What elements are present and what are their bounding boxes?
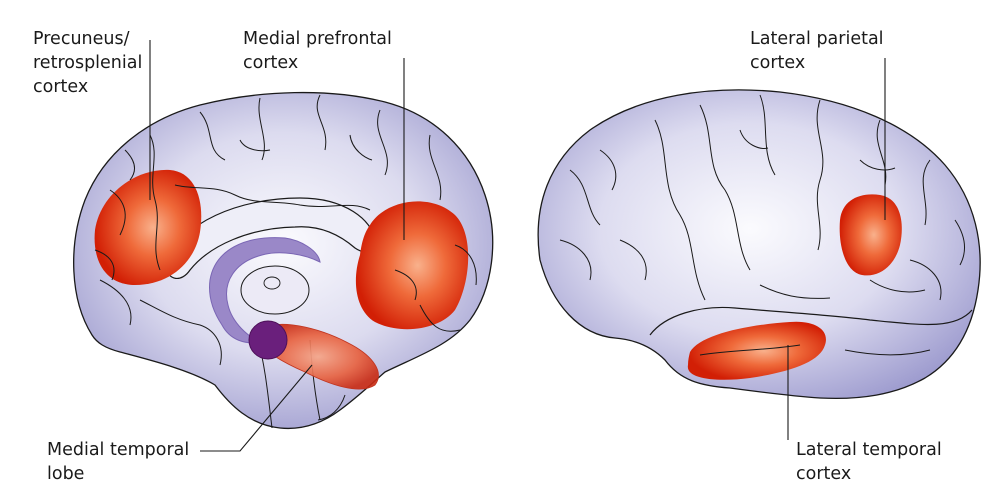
label-lateral-temporal-cortex: Lateral temporal cortex (796, 438, 942, 486)
temporal-lobe-outline (649, 306, 973, 336)
thalamus (240, 265, 310, 315)
leader-lines (149, 40, 886, 452)
thalamus-nucleus (263, 276, 281, 290)
label-line: lobe (47, 464, 85, 484)
label-line: Precuneus/ (33, 29, 130, 49)
label-line: cortex (750, 53, 806, 73)
lateral-temporal-activation (687, 321, 826, 380)
precuneus-activation (94, 169, 202, 285)
lateral-sulci (559, 94, 966, 356)
label-line: Medial prefrontal (243, 29, 392, 49)
label-lateral-parietal-cortex: Lateral parietal cortex (750, 27, 884, 75)
label-line: retrosplenial (33, 53, 143, 73)
lateral-parietal-activation (839, 194, 902, 276)
medial-temporal-leader (200, 364, 313, 452)
label-line: Lateral parietal (750, 29, 884, 49)
medial-prefrontal-activation (355, 201, 469, 330)
label-precuneus-retrosplenial-cortex: Precuneus/ retrosplenial cortex (33, 27, 142, 99)
medial-temporal-activation (257, 324, 379, 390)
lateral-ventricle (209, 237, 321, 344)
hippocampus (248, 320, 288, 360)
label-line: cortex (243, 53, 299, 73)
label-medial-temporal-lobe: Medial temporal lobe (47, 438, 189, 486)
label-medial-prefrontal-cortex: Medial prefrontal cortex (243, 27, 392, 75)
lateral-brain (537, 89, 981, 400)
label-line: cortex (796, 464, 852, 484)
medial-brain (73, 91, 494, 430)
label-line: Lateral temporal (796, 440, 942, 460)
label-line: cortex (33, 77, 89, 97)
medial-sulci (94, 94, 477, 421)
label-line: Medial temporal (47, 440, 190, 460)
